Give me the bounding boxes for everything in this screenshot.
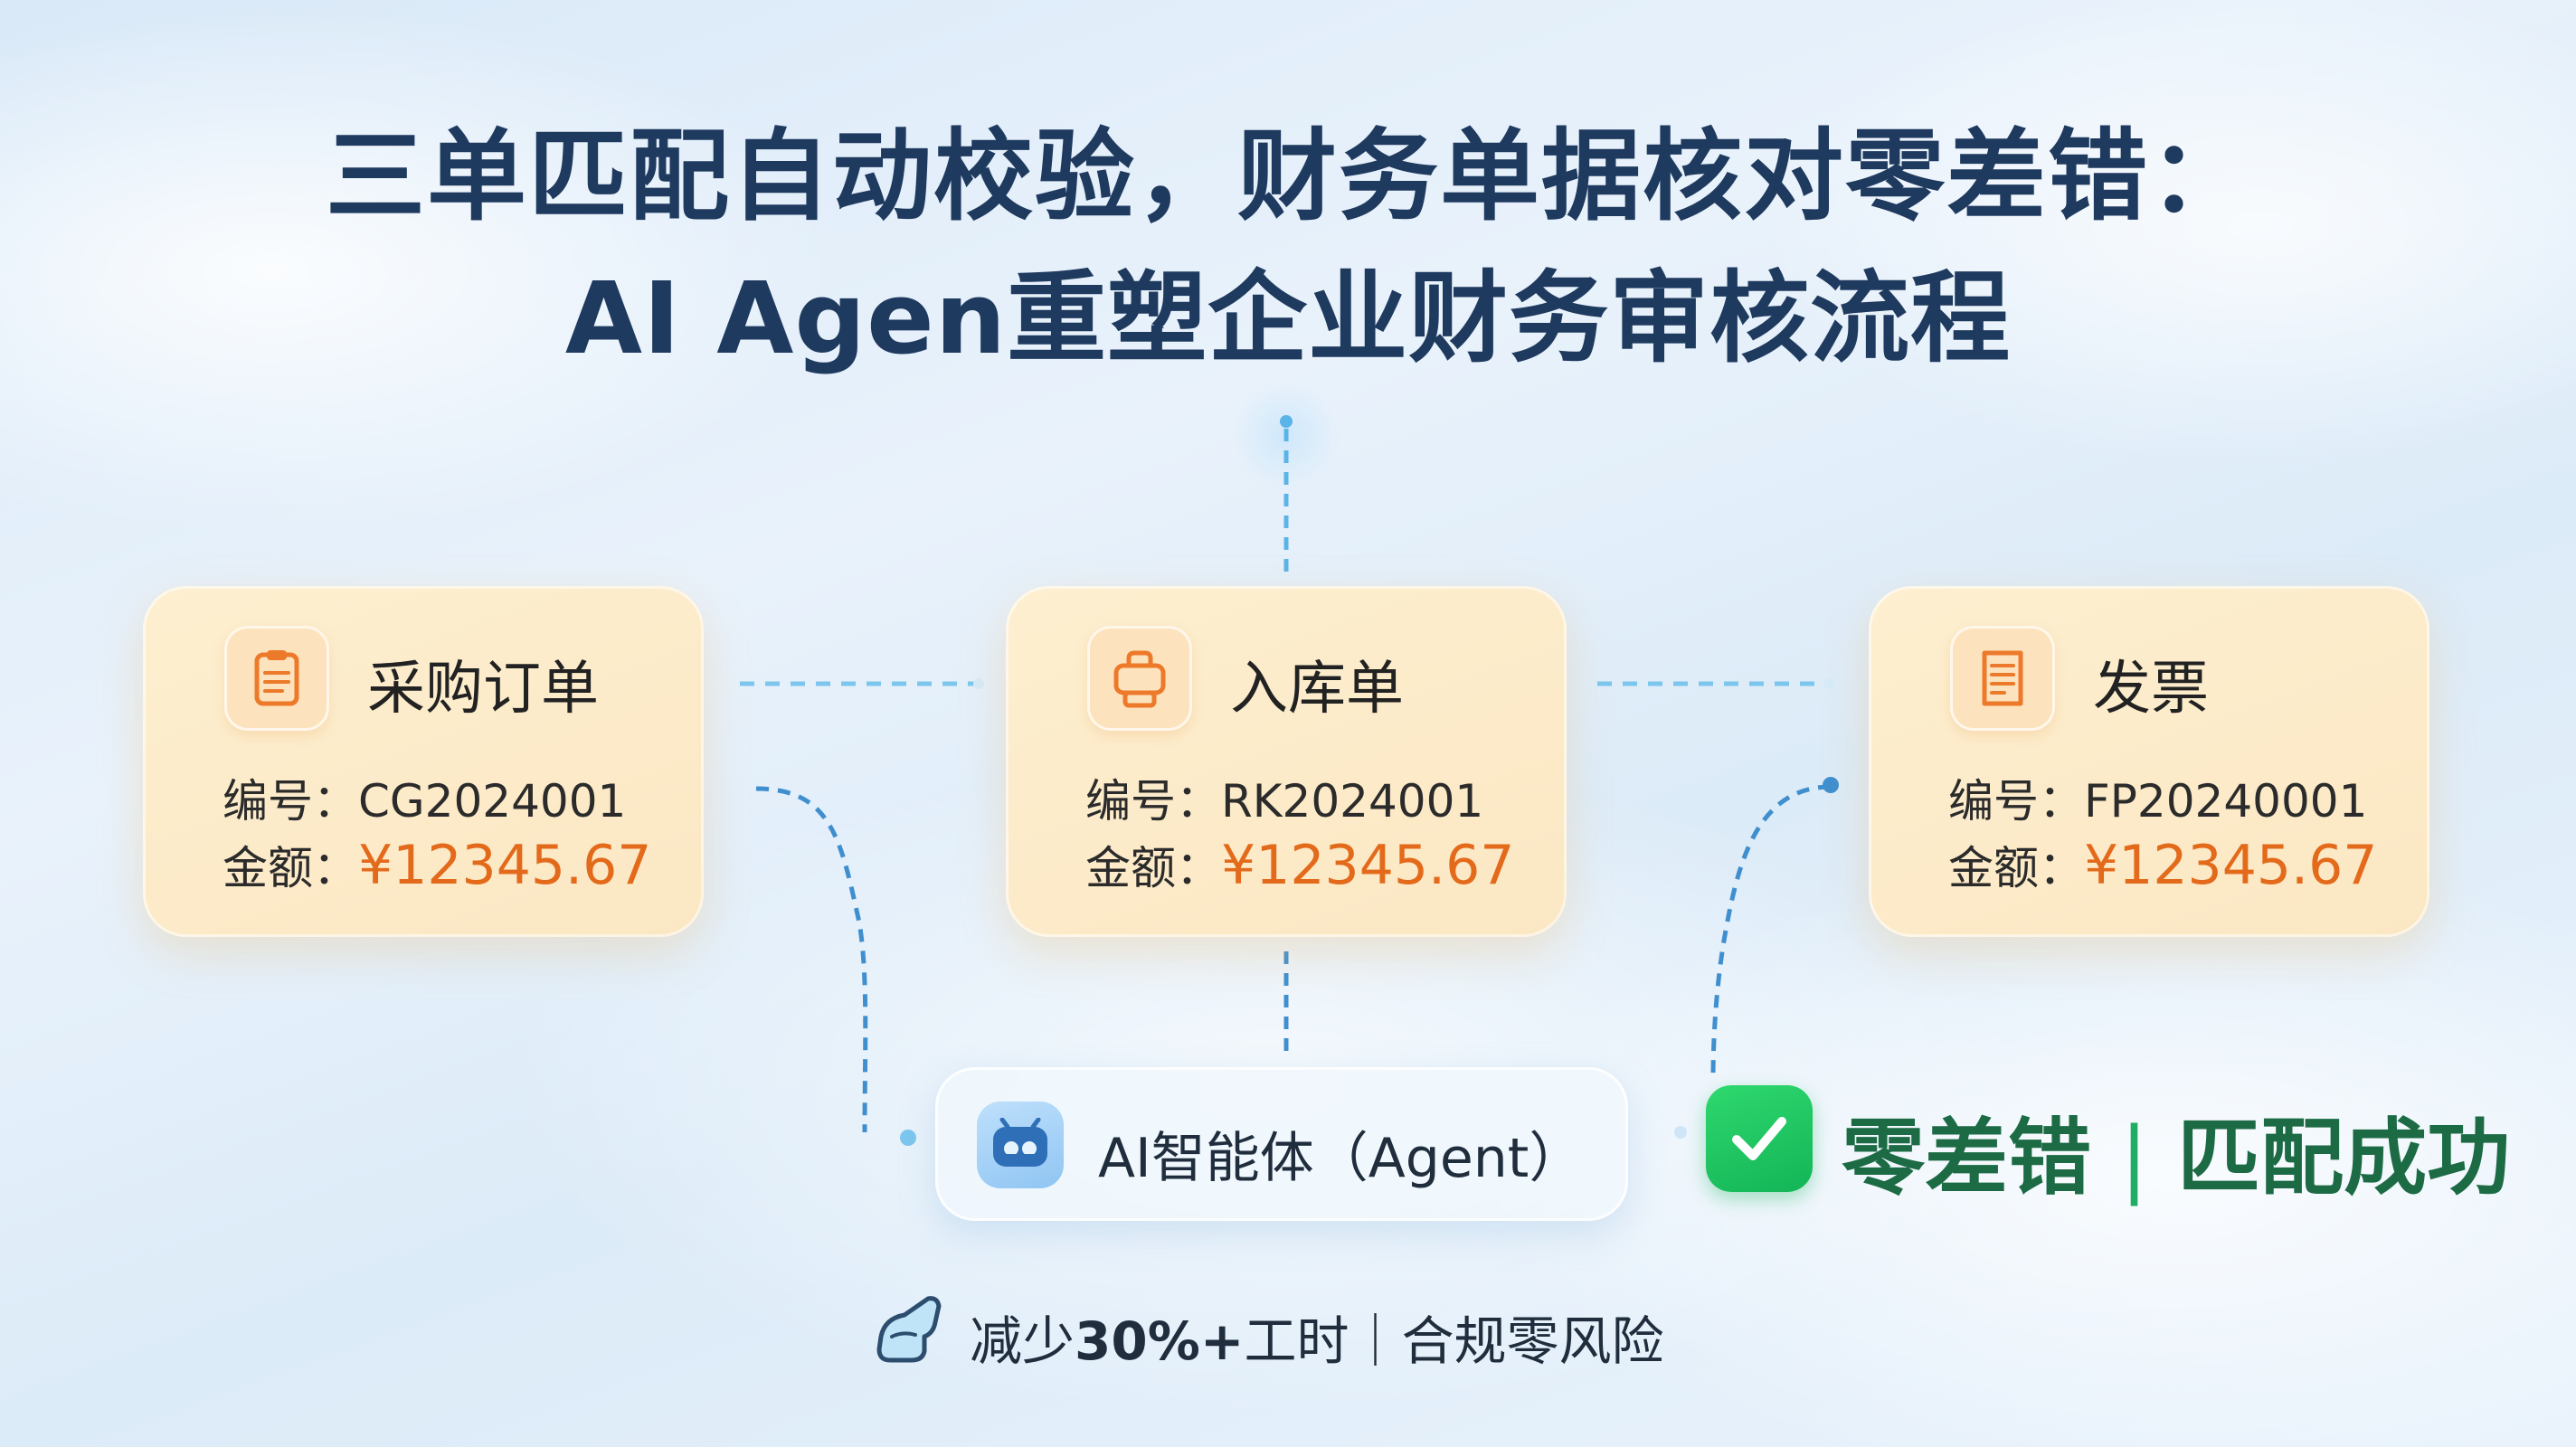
invoice-card: 发票 编号：FP20240001 金额：¥12345.67 (1869, 586, 2429, 937)
card-title: 采购订单 (367, 656, 599, 723)
check-icon (1706, 1085, 1813, 1192)
agent-label: AI智能体（Agent） (1098, 1127, 1584, 1190)
amount-row: 金额：¥12345.67 (1085, 832, 1514, 897)
amount-label: 金额： (1948, 842, 2084, 894)
currency-symbol: ¥ (1221, 834, 1256, 897)
number-label: 编号： (1948, 775, 2084, 828)
goods-receipt-card: 入库单 编号：RK2024001 金额：¥12345.67 (1006, 586, 1567, 937)
order-number: CG2024001 (358, 775, 627, 828)
amount-label: 金额： (223, 842, 358, 894)
result-text: 零差错 | 匹配成功 (1842, 1091, 2510, 1211)
order-number-row: 编号：CG2024001 (223, 765, 626, 830)
amount-row: 金额：¥12345.67 (223, 832, 651, 897)
receipt-number-row: 编号：RK2024001 (1085, 765, 1483, 830)
card-title: 入库单 (1230, 656, 1404, 723)
clipboard-icon (224, 626, 329, 731)
boot-icon (876, 1296, 942, 1363)
footer-text: 减少30%+工时｜合规零风险 (970, 1299, 1663, 1375)
receipt-number: RK2024001 (1221, 775, 1484, 828)
footer-prefix: 减少 (970, 1310, 1075, 1372)
amount-row: 金额：¥12345.67 (1948, 832, 2377, 897)
page-title-line2: AI Agen重塑企业财务审核流程 (564, 260, 2012, 376)
card-title: 发票 (2093, 656, 2209, 723)
amount-label: 金额： (1085, 842, 1221, 894)
currency-symbol: ¥ (358, 834, 393, 897)
footer-highlight: 30%+ (1075, 1310, 1245, 1372)
invoice-number: FP20240001 (2084, 775, 2368, 828)
purchase-order-card: 采购订单 编号：CG2024001 金额：¥12345.67 (143, 586, 704, 937)
package-icon (1087, 626, 1192, 731)
result-match-success: 匹配成功 (2177, 1110, 2511, 1206)
robot-icon (977, 1102, 1064, 1188)
result-separator: | (2120, 1110, 2149, 1206)
ai-agent-node: AI智能体（Agent） (935, 1067, 1628, 1221)
invoice-number-row: 编号：FP20240001 (1948, 765, 2367, 830)
number-label: 编号： (223, 775, 358, 828)
amount-value: 12345.67 (393, 834, 652, 897)
amount-value: 12345.67 (2118, 834, 2378, 897)
number-label: 编号： (1085, 775, 1221, 828)
footer-suffix: 工时｜合规零风险 (1244, 1310, 1664, 1372)
result-zero-error: 零差错 (1842, 1110, 2092, 1206)
page-title-line1: 三单匹配自动校验，财务单据核对零差错： (326, 118, 2250, 234)
currency-symbol: ¥ (2084, 834, 2119, 897)
invoice-icon (1950, 626, 2055, 731)
amount-value: 12345.67 (1255, 834, 1515, 897)
